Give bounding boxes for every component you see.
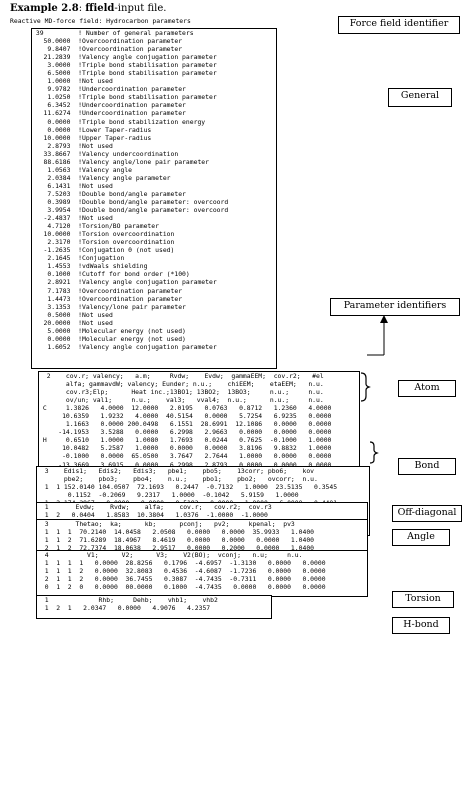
general-line: 39 ! Number of general parameters (32, 29, 194, 37)
general-line: 1.6052 !Valency angle conjugation parame… (32, 342, 217, 351)
hbond-lines: 1 Rhb; Dehb; vhb1; vhb2 1 2 1 2.0347 0.0… (37, 596, 218, 612)
torsion-line: 2 1 1 2 0.0000 36.7455 0.3087 -4.7435 -0… (37, 575, 326, 584)
general-line: 1.0563 !Valency angle (32, 165, 133, 174)
general-line: 10.0000 !Upper Taper-radius (32, 133, 152, 142)
angle-lines: 3 Thetao; ka; kb; pconj; pv2; kpenal; pv… (37, 520, 314, 552)
general-line: 6.3452 !Undercoordination parameter (32, 101, 186, 110)
general-line: 3.9954 !Double bond/angle parameter: ove… (32, 206, 229, 215)
atom-line: ov/un; val1; n.u.; val3; vval4; n.u.; n.… (39, 396, 324, 405)
torsion-line: 4 V1; V2; V3; V2(BO); vconj; n.u; n.u. (37, 551, 303, 559)
hbond-section: 1 Rhb; Dehb; vhb1; vhb2 1 2 1 2.0347 0.0… (36, 595, 272, 619)
torsion-section: 4 V1; V2; V3; V2(BO); vconj; n.u; n.u. 1… (36, 550, 368, 597)
atom-line: 10.6359 1.9232 4.0000 40.5154 0.0000 5.7… (39, 412, 332, 421)
general-line: 2.8921 !Valency angle conjugation parame… (32, 278, 217, 287)
angle-line: 3 Thetao; ka; kb; pconj; pv2; kpenal; pv… (37, 520, 295, 528)
general-line: 0.3989 !Double bond/angle parameter: ove… (32, 197, 229, 206)
general-section: 39 ! Number of general parameters 50.000… (31, 28, 277, 369)
general-lines: 39 ! Number of general parameters 50.000… (32, 29, 228, 351)
general-line: 3.1353 !Valency/lone pair parameter (32, 302, 186, 311)
angle-line: 1 1 2 71.6289 18.4967 8.4619 0.0000 0.00… (37, 536, 315, 545)
general-line: 7.1783 !Overcoordination parameter (32, 286, 183, 295)
label-bond: Bond (398, 458, 456, 475)
general-line: -2.4837 !Not used (32, 214, 113, 223)
atom-line: -0.1000 0.0000 65.0500 3.7647 2.7644 1.0… (39, 452, 332, 461)
param-id-arrow-head (380, 315, 388, 323)
atom-line: -14.1953 3.5288 0.0000 6.2998 2.9663 0.0… (39, 428, 332, 437)
label-h-bond: H-bond (392, 617, 450, 634)
label-parameter-identifiers: Parameter identifiers (330, 298, 460, 316)
torsion-line: 1 1 1 2 0.0000 32.8083 0.4536 -4.6087 -1… (37, 567, 326, 576)
atom-line: C 1.3826 4.0000 12.0000 2.0195 0.0763 0.… (39, 404, 332, 413)
label-torsion: Torsion (392, 591, 454, 608)
torsion-lines: 4 V1; V2; V3; V2(BO); vconj; n.u; n.u. 1… (37, 551, 326, 591)
atom-brace (360, 372, 371, 402)
angle-line: 1 1 1 70.2140 14.0458 2.0508 0.0000 0.00… (37, 528, 315, 537)
general-line: 33.8667 !Valency undercoordination (32, 149, 179, 158)
general-line: 5.0000 !Molecular energy (not used) (32, 326, 186, 335)
general-line: 88.6186 !Valency angle/lone pair paramet… (32, 157, 209, 166)
page-title: Example 2.8: ffield-input file. (10, 3, 167, 14)
general-line: 2.0384 !Valency angle parameter (32, 173, 171, 182)
general-line: 2.1645 !Conjugation (32, 254, 125, 263)
label-angle: Angle (392, 529, 450, 546)
general-line: 21.2839 !Valency angle conjugation param… (32, 53, 217, 62)
general-line: 2.8793 !Not used (32, 141, 113, 150)
general-line: 9.9782 !Undercoordination parameter (32, 85, 186, 94)
general-line: 1.0250 !Triple bond stabilisation parame… (32, 93, 217, 102)
general-line: 9.8407 !Overcoordination parameter (32, 45, 183, 54)
label-general: General (388, 88, 452, 107)
general-line: 1.4553 !vdWaals shielding (32, 262, 148, 271)
offdiag-line: 1 2 0.0404 1.8583 10.3804 1.0376 -1.0000… (37, 511, 268, 520)
general-line: 7.5203 !Double bond/angle parameter (32, 189, 186, 198)
general-line: 10.0000 !Torsion overcoordination (32, 230, 175, 239)
general-line: 6.1431 !Not used (32, 181, 113, 190)
torsion-line: 0 1 2 0 0.0000 00.0000 0.1000 -4.7435 0.… (37, 583, 326, 592)
label-force-field-identifier: Force field identifier (338, 16, 460, 34)
general-line: 6.5000 !Triple bond stabilisation parame… (32, 69, 217, 78)
general-line: 11.6274 !Undercoordination parameter (32, 109, 186, 118)
bond-brace (369, 441, 379, 464)
atom-section: 2 cov.r; valency; a.m; Rvdw; Evdw; gamma… (38, 371, 360, 472)
general-line: 0.0000 !Molecular energy (not used) (32, 334, 186, 343)
label-atom: Atom (398, 380, 456, 397)
general-line: 1.4473 !Overcoordination parameter (32, 294, 183, 303)
force-field-header-line: Reactive MD-force field: Hydrocarbon par… (10, 17, 191, 25)
general-line: 2.3170 !Torsion overcoordination (32, 238, 175, 247)
bond-line: 3 Edis1; Edis2; Edis3; pbe1; pbo5; 13cor… (37, 467, 315, 475)
angle-line: 2 1 2 72.7374 18.0638 2.9517 0.0000 0.20… (37, 544, 315, 553)
torsion-line: 1 1 1 1 0.0000 28.8256 0.1796 -4.6957 -1… (37, 559, 326, 568)
atom-line: -13.3669 3.6915 0.0000 6.2998 2.8793 0.0… (39, 460, 332, 469)
offdiag-line: 1 Evdw; Rvdw; alfa; cov.r; cov.r2; cov.r… (37, 503, 272, 511)
atom-line: 2 cov.r; valency; a.m; Rvdw; Evdw; gamma… (39, 372, 324, 380)
general-line: 0.5000 !Not used (32, 310, 113, 319)
atom-lines: 2 cov.r; valency; a.m; Rvdw; Evdw; gamma… (39, 372, 332, 469)
general-line: 0.0000 !Triple bond stabilization energy (32, 117, 206, 126)
general-line: -1.2635 !Conjugation 0 (not used) (32, 246, 175, 255)
general-line: 20.0000 !Not used (32, 318, 113, 327)
bond-line: 0.1152 -0.2069 9.2317 1.0000 -0.1042 5.9… (37, 491, 299, 500)
label-off-diagonal: Off-diagonal (392, 505, 462, 522)
general-line: 0.1000 !Cutoff for bond order (*100) (32, 270, 190, 279)
general-line: 3.0000 !Triple bond stabilisation parame… (32, 61, 217, 70)
general-line: 50.0000 !Overcoordination parameter (32, 37, 183, 46)
atom-line: 1.1663 0.0000 200.0498 6.1551 28.6991 12… (39, 420, 332, 429)
atom-line: 10.0482 5.2587 1.0000 0.0000 0.0000 3.81… (39, 444, 332, 453)
bond-line: 1 1 152.0140 104.0507 72.1693 0.2447 -0.… (37, 483, 338, 492)
general-line: 0.0000 !Lower Taper-radius (32, 125, 152, 134)
bond-line: pbe2; pbo3; pbo4; n.u.; pbo1; pbo2; ovco… (37, 475, 318, 484)
atom-line: alfa; gammavdW; valency; Eunder; n.u.; c… (39, 380, 324, 389)
general-line: 4.7120 !Torsion/BO parameter (32, 222, 159, 231)
atom-line: cov.r3;Elp; Heat inc.;13BO1; 13BO2; 13BO… (39, 388, 324, 397)
atom-line: H 0.6510 1.0000 1.0080 1.7693 0.0244 0.7… (39, 436, 332, 445)
hbond-line: 1 Rhb; Dehb; vhb1; vhb2 (37, 596, 218, 604)
offdiag-lines: 1 Evdw; Rvdw; alfa; cov.r; cov.r2; cov.r… (37, 503, 272, 519)
hbond-line: 1 2 1 2.0347 0.0000 4.9076 4.2357 (37, 604, 211, 613)
general-line: 1.0000 !Not used (32, 77, 113, 86)
